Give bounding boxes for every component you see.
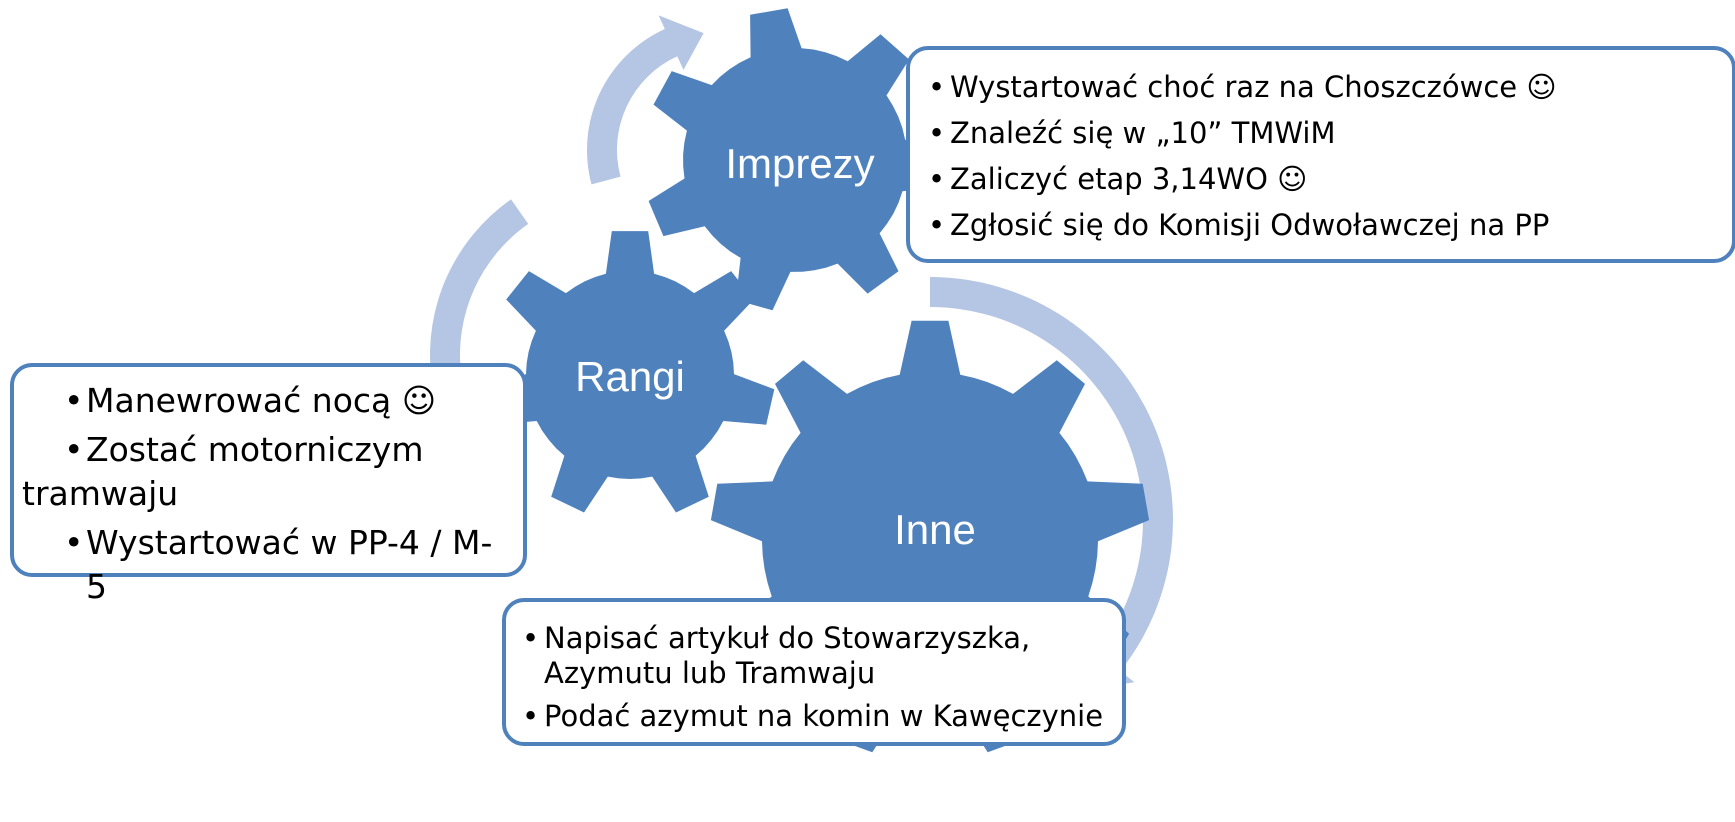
bullet: • [522,621,540,655]
list-item-text: Manewrować nocą ☺ [86,381,437,420]
cycle-arrow-top [587,15,704,185]
bullet: • [64,430,84,469]
list-item: •Zaliczyć etap 3,14WO ☺ [928,156,1718,202]
list-item-continuation: Azymutu lub Tramwaju [522,656,1112,691]
rangi-goals-box: •Manewrować nocą ☺ •Zostać motorniczym t… [10,363,527,606]
list-item-text: Wystartować choć raz na Choszczówce ☺ [950,70,1557,104]
list-item-continuation: tramwaju [22,472,513,516]
bullet: • [928,116,946,150]
gear-imprezy [648,8,947,311]
list-item: •Napisać artykuł do Stowarzyszka, [522,621,1112,656]
bullet: • [928,208,946,242]
list-item: •Podać azymut na komin w Kawęczynie [522,699,1112,734]
bullet: • [522,699,540,733]
list-item: •Wystartować choć raz na Choszczówce ☺ [928,64,1718,110]
list-item-text: Znaleźć się w „10” TMWiM [950,116,1336,150]
list-item: •Zostać motorniczym [64,428,513,472]
gears-group [485,8,1150,753]
imprezy-goals-box: •Wystartować choć raz na Choszczówce ☺ •… [906,46,1735,263]
gear-label-rangi: Rangi [575,353,685,400]
list-item-text: Wystartować w PP-4 / M-5 [86,523,493,606]
gear-label-imprezy: Imprezy [725,140,875,187]
inne-goals-list: •Napisać artykuł do Stowarzyszka, Azymut… [522,621,1112,734]
cycle-arrow-right [930,277,1173,690]
imprezy-goals-list: •Wystartować choć raz na Choszczówce ☺ •… [928,64,1718,248]
bullet: • [64,381,84,420]
list-item: •Wystartować w PP-4 / M-5 [64,521,513,609]
list-item-text: Podać azymut na komin w Kawęczynie [544,699,1104,733]
cycle-arrow-left [415,199,529,410]
inne-goals-box: •Napisać artykuł do Stowarzyszka, Azymut… [502,598,1126,746]
list-item-text: Napisać artykuł do Stowarzyszka, [544,621,1031,655]
list-item: •Znaleźć się w „10” TMWiM [928,110,1718,156]
rangi-goals-list: •Manewrować nocą ☺ •Zostać motorniczym t… [22,379,513,609]
list-item-text: Zgłosić się do Komisji Odwoławczej na PP [950,208,1550,242]
list-item-text: Azymutu lub Tramwaju [544,656,876,690]
list-item-text: tramwaju [22,474,179,513]
bullet: • [928,162,946,196]
list-item: •Manewrować nocą ☺ [64,379,513,423]
bullet: • [928,70,946,104]
gear-rangi [485,231,775,513]
list-item-text: Zostać motorniczym [86,430,424,469]
list-item-text: Zaliczyć etap 3,14WO ☺ [950,162,1308,196]
gear-label-inne: Inne [894,506,976,553]
bullet: • [64,523,84,562]
list-item: •Zgłosić się do Komisji Odwoławczej na P… [928,202,1718,248]
